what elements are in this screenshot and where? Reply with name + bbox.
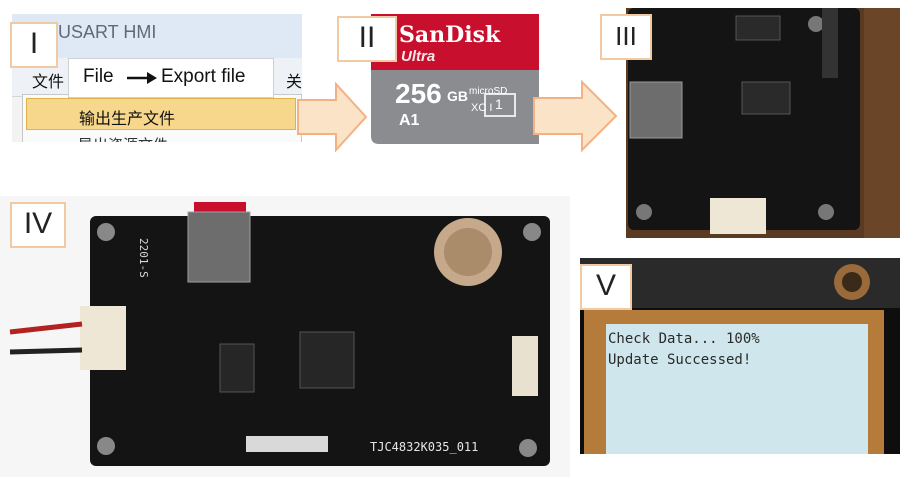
menu-file[interactable]: 文件	[32, 74, 65, 91]
menu-item-next[interactable]: 导出资源文件	[78, 134, 168, 142]
board-model-label: TJC4832K035_011	[370, 440, 479, 454]
arrow-right-icon	[127, 72, 157, 84]
lcd-screen	[606, 324, 868, 454]
panel-board-back	[626, 8, 900, 238]
sd-speed: A1	[399, 112, 420, 129]
callout-file: File	[83, 66, 114, 87]
sd-type: microSD	[469, 86, 508, 97]
step-label-3: III	[600, 14, 652, 60]
panel-display: Check Data... 100% Update Successed!	[580, 258, 900, 454]
sd-class: XC I	[471, 102, 493, 114]
sd-series: Ultra	[401, 48, 436, 65]
callout-export: Export file	[161, 66, 246, 87]
board-back-image	[628, 8, 900, 238]
callout-box: File Export file	[68, 58, 274, 98]
menu-close[interactable]: 关	[286, 74, 302, 91]
menu-item-export[interactable]: 输出生产文件	[26, 98, 296, 130]
step-label-4: IV	[10, 202, 66, 248]
panel-board-front: TJC4832K035_011 2201-S	[0, 196, 570, 477]
board-front-image	[9, 202, 550, 466]
flow-arrow-1	[297, 82, 368, 152]
step-label-5: V	[580, 264, 632, 310]
sdcard-image	[371, 14, 539, 144]
sd-uhs: 1	[495, 96, 503, 112]
step-label-2: II	[337, 16, 397, 62]
lcd-line-1: Check Data... 100%	[608, 331, 760, 347]
flow-arrow-2	[533, 80, 618, 152]
step-label-1: I	[10, 22, 58, 68]
board-date-code: 2201-S	[137, 238, 150, 278]
app-title: USART HMI	[58, 22, 157, 42]
menu-item-export-label: 输出生产文件	[79, 111, 176, 128]
title-bar	[12, 14, 302, 58]
lcd-line-2: Update Successed!	[608, 352, 752, 368]
sd-capacity: 256	[395, 78, 442, 109]
panel-sdcard: SanDisk Ultra 256 GB microSD XC I 1 A1	[365, 10, 545, 148]
sd-brand: SanDisk	[399, 22, 501, 48]
sd-unit: GB	[447, 88, 468, 104]
